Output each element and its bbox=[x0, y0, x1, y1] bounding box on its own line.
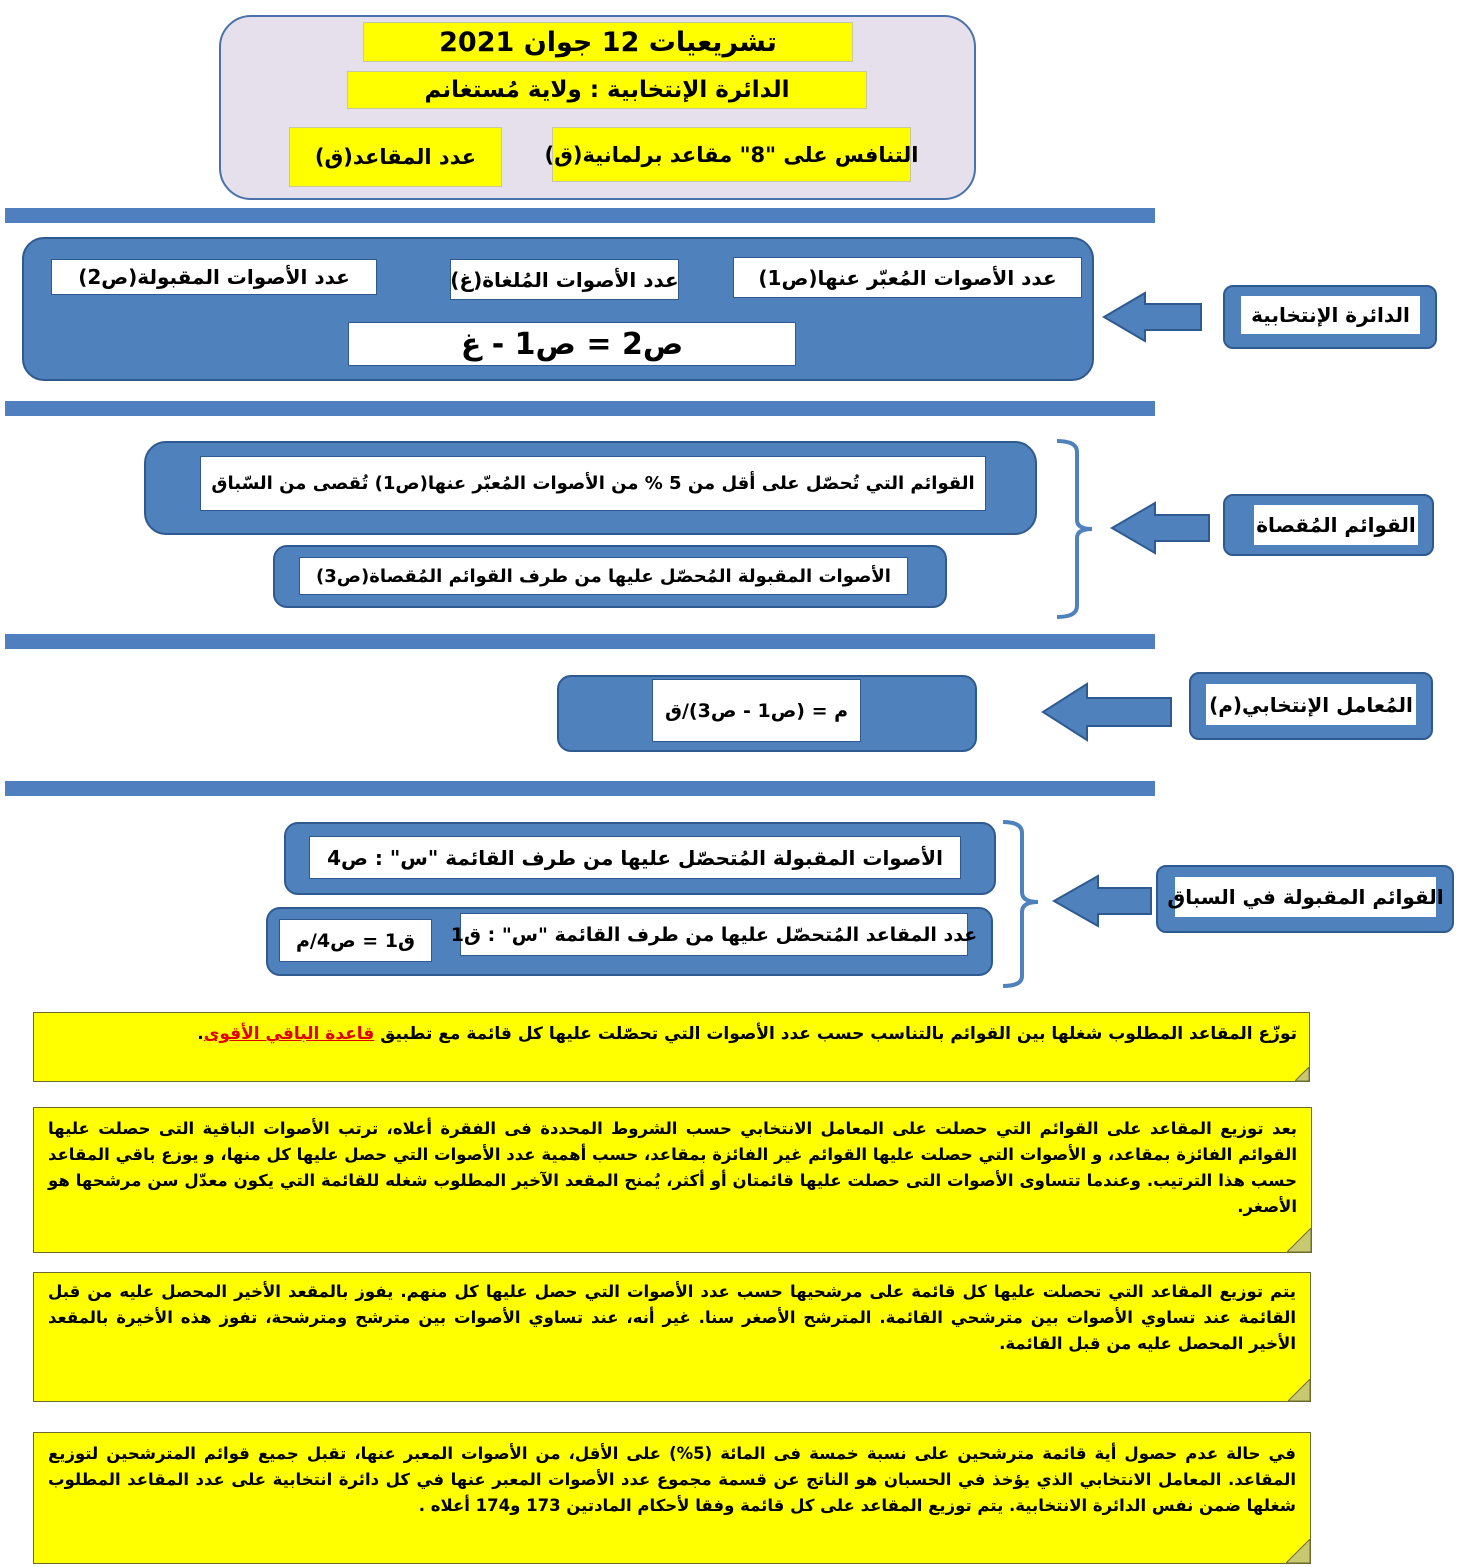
note-remaining-seats: بعد توزيع المقاعد على القوائم التي حصلت … bbox=[33, 1107, 1312, 1253]
page-fold-icon bbox=[1287, 1228, 1311, 1252]
excluded-rule-box: القوائم التي تُحصّل على أقل من 5 % من ال… bbox=[200, 456, 986, 511]
quotient-label: المُعامل الإنتخابي(م) bbox=[1206, 684, 1416, 725]
competition-label: التنافس على "8" مقاعد برلمانية(ق) bbox=[545, 127, 918, 182]
separator-bar-2 bbox=[5, 401, 1155, 416]
right-bracket-icon bbox=[1002, 820, 1039, 988]
accepted-votes-box: عدد الأصوات المقبولة(ص2) bbox=[51, 259, 377, 295]
page-title: تشريعيات 12 جوان 2021 bbox=[363, 22, 853, 62]
note-candidate-distribution: يتم توزيع المقاعد التي تحصلت عليها كل قا… bbox=[33, 1272, 1311, 1402]
seats-count-label: عدد المقاعد(ق) bbox=[289, 127, 502, 187]
separator-bar-3 bbox=[5, 634, 1155, 649]
page-fold-icon bbox=[1295, 1067, 1309, 1081]
note-threshold-exception: في حالة عدم حصول أية قائمة مترشحين على ن… bbox=[33, 1432, 1311, 1564]
excluded-label: القوائم المُقصاة bbox=[1254, 505, 1418, 545]
note2-paragraph: بعد توزيع المقاعد على القوائم التي حصلت … bbox=[48, 1119, 1297, 1216]
seats-formula-box: ق1 = ص4/م bbox=[279, 919, 432, 962]
page-fold-icon bbox=[1286, 1539, 1310, 1563]
note4-paragraph: في حالة عدم حصول أية قائمة مترشحين على ن… bbox=[48, 1444, 1296, 1515]
note-strongest-remainder: توزّع المقاعد المطلوب شغلها بين القوائم … bbox=[33, 1012, 1310, 1082]
strongest-remainder-link[interactable]: قاعدة الباقي الأقوى bbox=[203, 1024, 375, 1044]
district-label: الدائرة الإنتخابية bbox=[1241, 296, 1420, 334]
excluded-votes-box: الأصوات المقبولة المُحصّل عليها من طرف ا… bbox=[299, 557, 908, 595]
expressed-votes-box: عدد الأصوات المُعبّر عنها(ص1) bbox=[733, 257, 1082, 298]
left-arrow-icon bbox=[1110, 501, 1210, 555]
cancelled-votes-box: عدد الأصوات المُلغاة(غ) bbox=[450, 259, 679, 300]
note1-end: . bbox=[197, 1024, 204, 1044]
note3-paragraph: يتم توزيع المقاعد التي تحصلت عليها كل قا… bbox=[48, 1282, 1296, 1353]
separator-bar-4 bbox=[5, 781, 1155, 796]
list-seats-box: عدد المقاعد المُتحصّل عليها من طرف القائ… bbox=[451, 913, 977, 956]
page-fold-icon bbox=[1288, 1379, 1310, 1401]
list-votes-box: الأصوات المقبولة المُتحصّل عليها من طرف … bbox=[309, 836, 961, 879]
accepted-label: القوائم المقبولة في السباق bbox=[1167, 877, 1444, 917]
note1-text: توزّع المقاعد المطلوب شغلها بين القوائم … bbox=[374, 1024, 1297, 1044]
district-title: الدائرة الإنتخابية : ولاية مُستغانم bbox=[347, 71, 867, 109]
left-arrow-icon bbox=[1051, 874, 1152, 928]
right-bracket-icon bbox=[1056, 439, 1093, 619]
quotient-formula-box: م = (ص1 - ص3)/ق bbox=[652, 679, 861, 742]
left-arrow-icon bbox=[1102, 291, 1202, 343]
accepted-votes-formula: ص2 = ص1 - غ bbox=[348, 322, 796, 366]
note1-paragraph: توزّع المقاعد المطلوب شغلها بين القوائم … bbox=[46, 1021, 1297, 1047]
separator-bar-1 bbox=[5, 208, 1155, 223]
left-arrow-icon bbox=[1041, 682, 1172, 742]
